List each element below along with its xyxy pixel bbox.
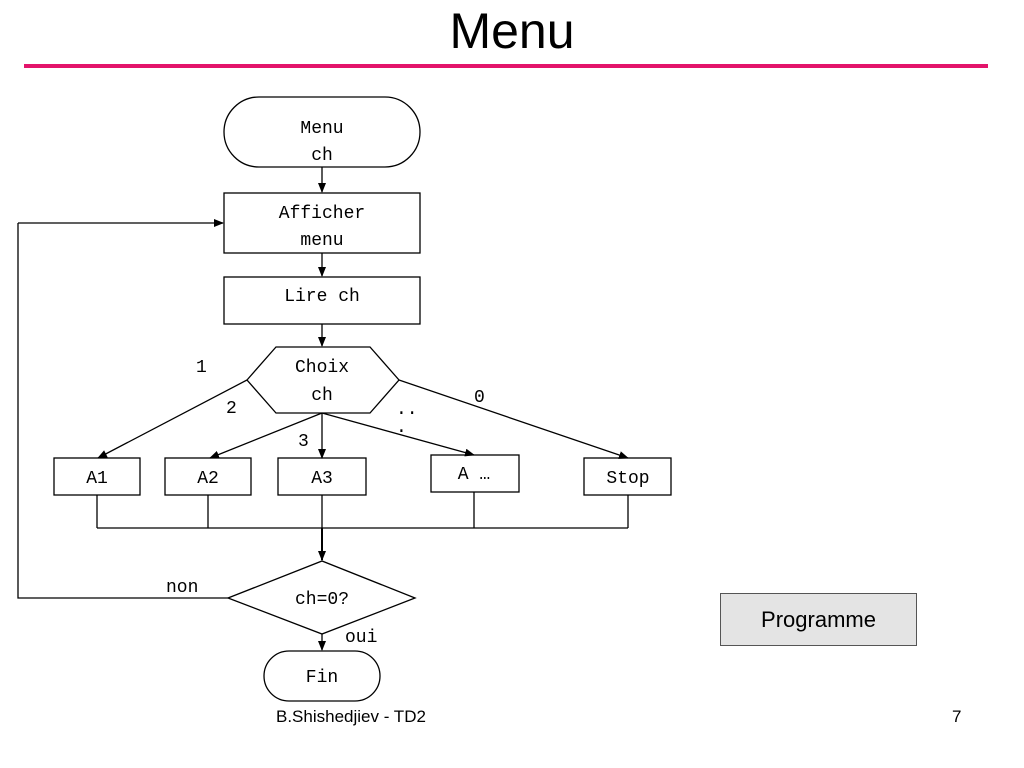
display-label-line2: menu xyxy=(300,231,343,251)
display-menu-box xyxy=(223,192,421,254)
footer-author: B.Shishedjiev - TD2 xyxy=(276,707,426,726)
title-underline xyxy=(24,64,988,68)
stop-label: Stop xyxy=(606,469,649,489)
branch-label-3: 3 xyxy=(298,432,309,452)
programme-button[interactable]: Programme xyxy=(720,593,917,646)
choice-label-line2: ch xyxy=(311,386,333,406)
read-choice-box xyxy=(223,276,421,325)
arrow-choice-to-stop xyxy=(398,379,629,459)
arrow-choice-to-a1 xyxy=(97,379,248,459)
slide-title: Menu xyxy=(449,3,575,59)
test-diamond xyxy=(226,560,417,635)
branch-label-0: 0 xyxy=(474,388,485,408)
branch-label-dot: . xyxy=(396,418,407,438)
branch-label-2: 2 xyxy=(226,399,237,419)
action-a3-label: A3 xyxy=(311,469,333,489)
loop-back-line xyxy=(17,223,228,599)
end-terminal xyxy=(263,650,381,702)
arrow-choice-to-a2 xyxy=(209,412,323,459)
page-number: 7 xyxy=(952,707,962,726)
yes-label: oui xyxy=(345,628,377,648)
branch-label-dots: .. xyxy=(396,400,418,420)
no-label: non xyxy=(166,578,198,598)
action-a1-label: A1 xyxy=(86,469,108,489)
choice-label-line1: Choix xyxy=(295,358,349,378)
test-label: ch=0? xyxy=(295,590,349,610)
display-label-line1: Afficher xyxy=(279,204,365,224)
start-label-line1: Menu xyxy=(300,119,343,139)
read-label: Lire ch xyxy=(284,287,360,307)
end-label: Fin xyxy=(306,668,338,688)
branch-label-1: 1 xyxy=(196,358,207,378)
action-more-box xyxy=(430,454,520,493)
action-a2-label: A2 xyxy=(197,469,219,489)
arrow-choice-to-more xyxy=(321,412,475,457)
action-more-label: A … xyxy=(458,465,490,485)
start-label-line2: ch xyxy=(311,146,333,166)
